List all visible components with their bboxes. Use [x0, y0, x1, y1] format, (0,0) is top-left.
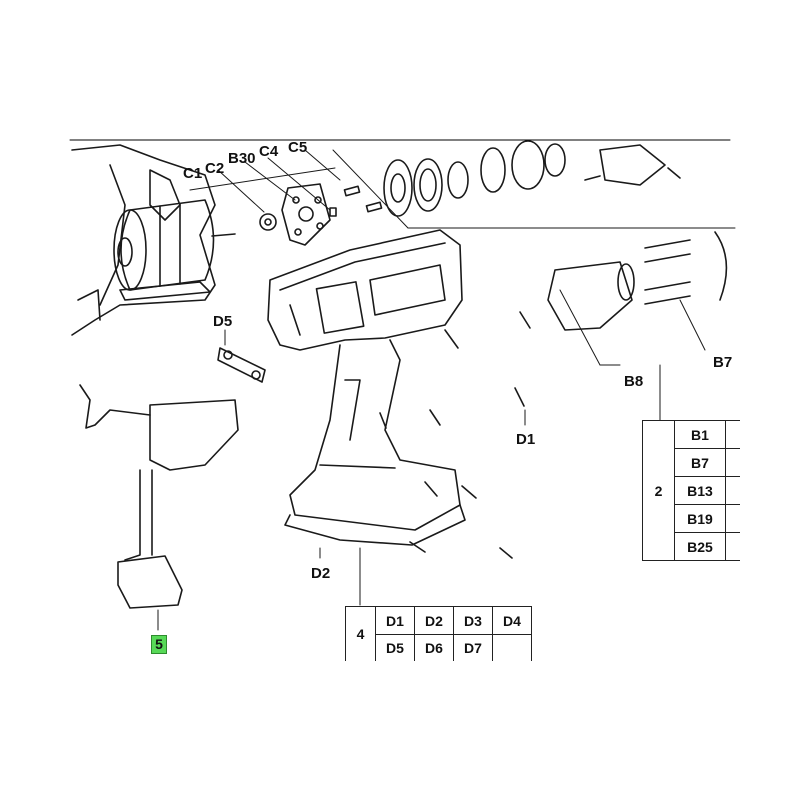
- table-b-cell: B13: [674, 476, 726, 505]
- leader-lines: [157, 149, 736, 631]
- label-b8: B8: [624, 373, 644, 390]
- gear-c2: [259, 213, 277, 231]
- label-c2: C2: [205, 160, 225, 177]
- table-d-cell: D4: [492, 606, 532, 635]
- table-b-cell: B1: [674, 420, 726, 449]
- gearbox-parts: [383, 140, 681, 217]
- label-d2: D2: [311, 565, 331, 582]
- table-d-cell: [492, 634, 532, 661]
- label-b7: B7: [713, 354, 733, 371]
- table-b-cell: B19: [674, 504, 726, 533]
- table-d-cell: D6: [414, 634, 454, 661]
- screws: [379, 311, 531, 559]
- clip-d5: [217, 347, 266, 383]
- label-c5: C5: [288, 139, 308, 156]
- label-d1: D1: [516, 431, 536, 448]
- table-d-cell: D2: [414, 606, 454, 635]
- table-b-cell: B25: [674, 532, 726, 561]
- label-b30: B30: [228, 150, 256, 167]
- table-d-cell: D1: [375, 606, 415, 635]
- label-c4: C4: [259, 143, 279, 160]
- parts-table-d: 4 D1 D2 D3 D4 D5 D6 D7: [345, 606, 532, 661]
- motor: [113, 199, 236, 291]
- screws-c4: [329, 185, 383, 217]
- parts-table-b: 2 B1 B7 B13 B19 B25: [642, 420, 740, 561]
- table-d-cell: D3: [453, 606, 493, 635]
- table-b-group: 2: [642, 420, 675, 561]
- label-d5: D5: [213, 313, 233, 330]
- table-d-cell: D7: [453, 634, 493, 661]
- switch-assembly: [79, 384, 239, 609]
- part-number-5-highlight: 5: [151, 635, 167, 654]
- label-c1: C1: [183, 165, 203, 182]
- table-d-group: 4: [345, 606, 376, 661]
- table-b-cell: B7: [674, 448, 726, 477]
- table-d-cell: D5: [375, 634, 415, 661]
- main-housing: [267, 229, 466, 546]
- chuck-b8: [547, 231, 728, 331]
- plate-b30: [281, 183, 331, 246]
